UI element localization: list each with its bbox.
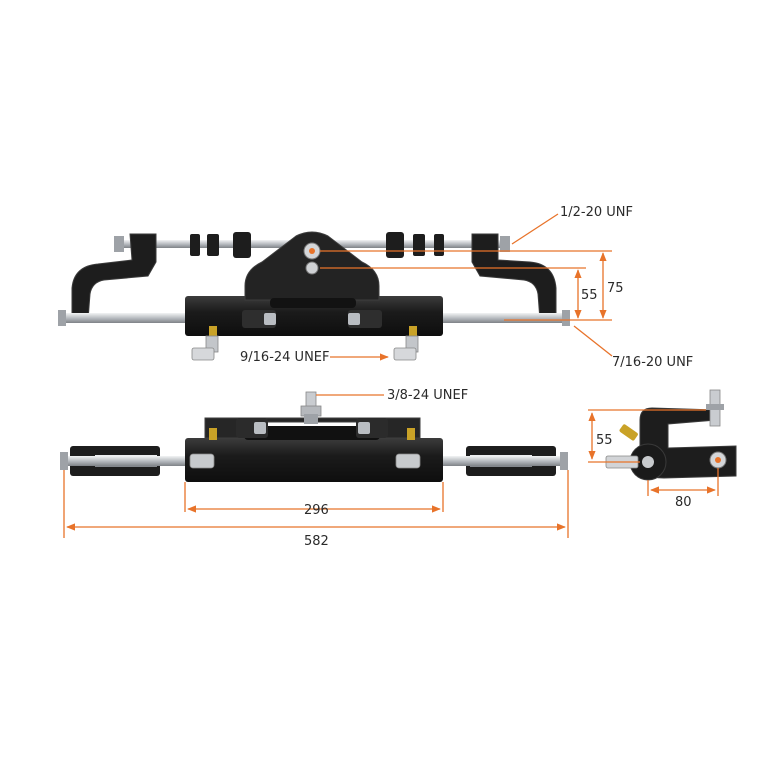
nut-upper-right <box>500 236 510 252</box>
hose-fitting-label: 9/16-24 UNEF <box>240 350 330 365</box>
spacer-right-1 <box>386 232 404 258</box>
elbow-fitting-icon <box>393 335 419 361</box>
side-width-label: 80 <box>675 495 692 510</box>
front-view-annotations <box>63 394 569 538</box>
bleeder-valve-icon <box>409 326 417 336</box>
spacer-right-3 <box>434 234 444 256</box>
top-view <box>58 231 570 361</box>
spacer-right-2 <box>413 234 425 256</box>
spacer-left-2 <box>207 234 219 256</box>
bleed-fitting-label: 3/8-24 UNEF <box>387 388 468 403</box>
height-small-label: 55 <box>581 288 598 303</box>
brass-port-right <box>407 428 415 440</box>
side-view-annotations <box>588 409 719 496</box>
side-view <box>605 389 737 481</box>
spacer-left-3 <box>233 232 251 258</box>
rod-end-left <box>58 310 66 326</box>
top-view-annotations <box>320 213 613 361</box>
bracket-right <box>471 233 557 321</box>
side-height-label: 55 <box>596 433 613 448</box>
nut-upper-left <box>114 236 124 252</box>
cylinder-length-label: 296 <box>304 503 329 518</box>
bleeder-valve-icon <box>300 391 322 424</box>
bleeder-valve-icon <box>209 326 217 336</box>
rod-end-right <box>562 310 570 326</box>
bracket-left <box>71 233 157 321</box>
elbow-fitting-icon <box>191 335 219 361</box>
pivot-bolt-lower <box>305 261 319 275</box>
brass-port-left <box>209 428 217 440</box>
port-bottom-label: 7/16-20 UNF <box>612 355 693 370</box>
overall-length-label: 582 <box>304 534 329 549</box>
spacer-left-1 <box>190 234 200 256</box>
mount-plate-slot <box>270 298 356 308</box>
front-view <box>60 391 568 482</box>
cylinder-body-front-view <box>185 438 443 482</box>
bleeder-valve-icon <box>619 424 638 441</box>
port-top-label: 1/2-20 UNF <box>560 205 633 220</box>
height-large-label: 75 <box>607 281 624 296</box>
